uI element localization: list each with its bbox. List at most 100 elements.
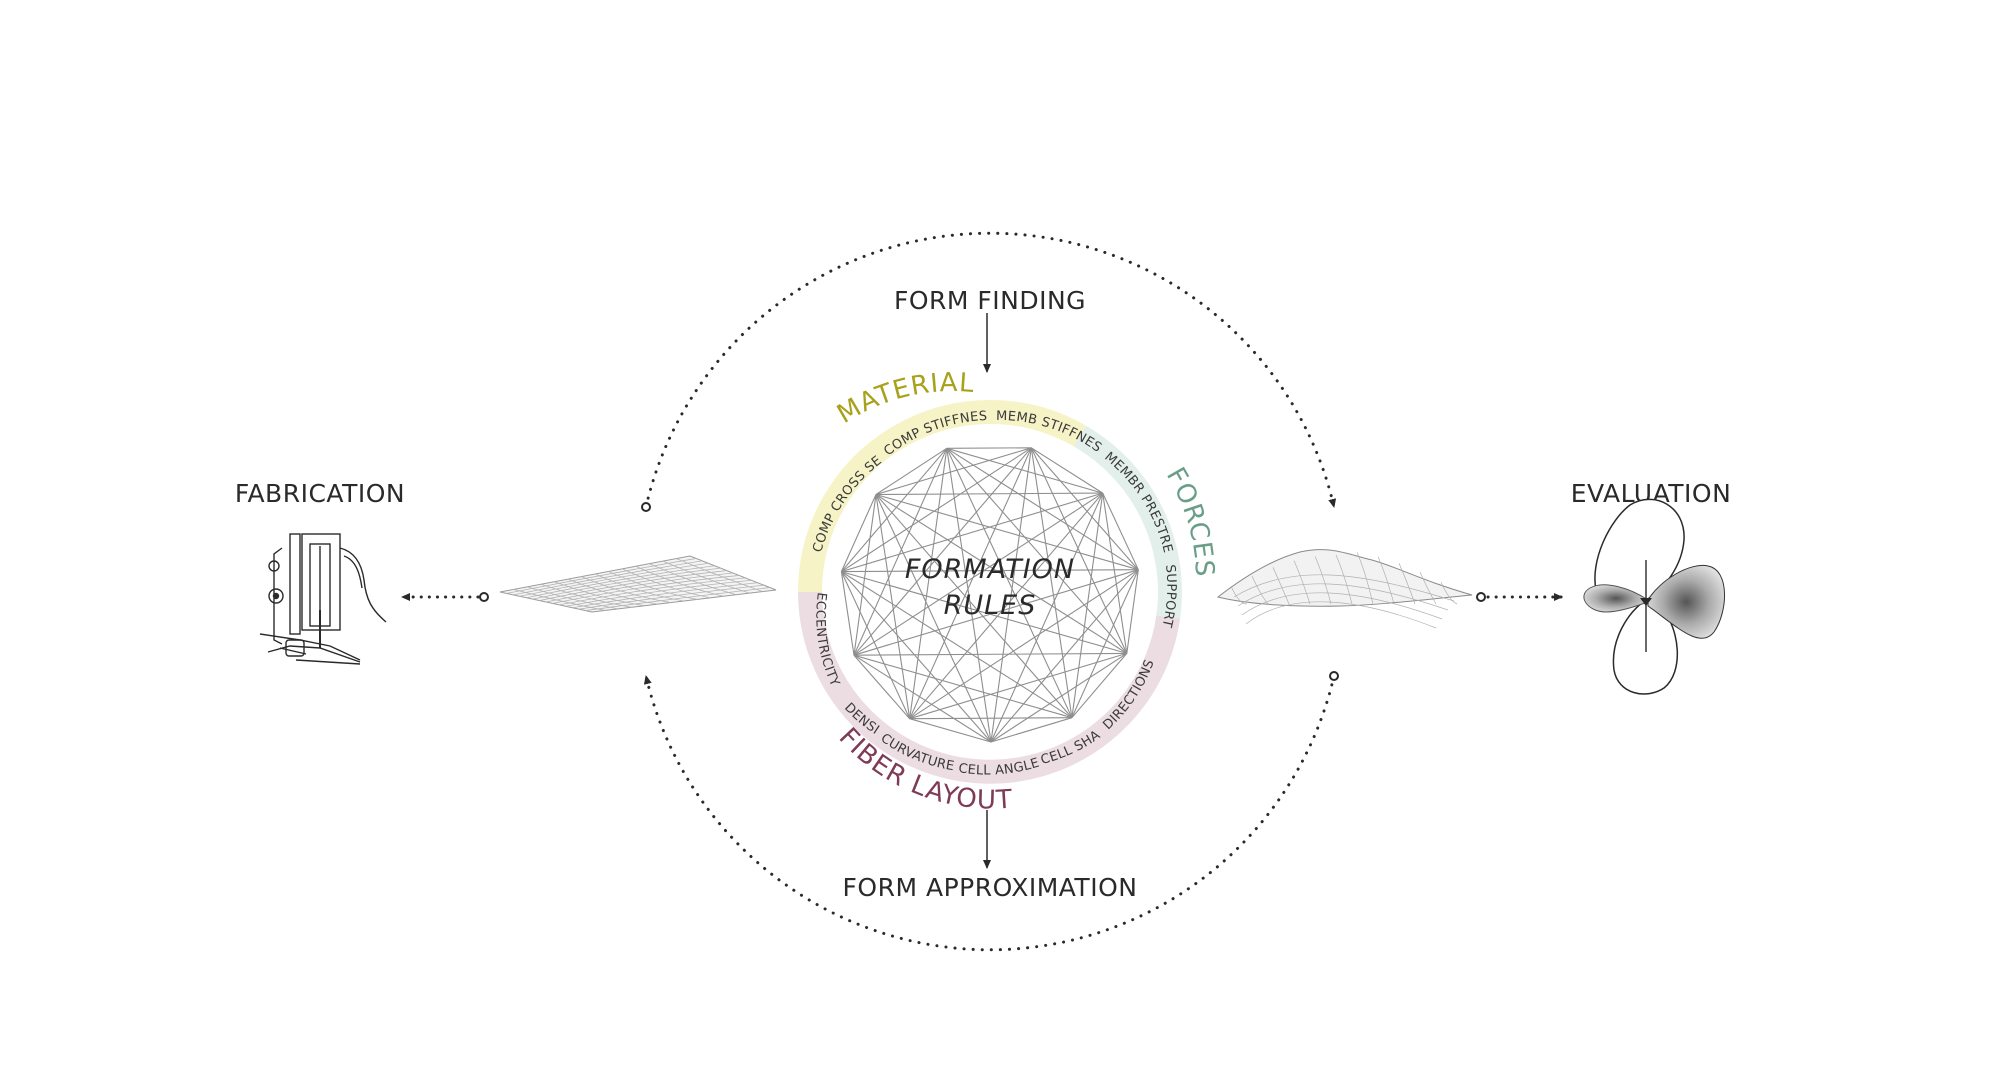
mesh-line (519, 562, 709, 597)
network-edge (1071, 493, 1104, 718)
network-edge (840, 571, 992, 743)
network-edge (1030, 447, 1073, 718)
network-edge (1030, 447, 1128, 654)
network-edge (840, 447, 948, 572)
surface-line (1377, 556, 1395, 605)
mesh-line (608, 571, 698, 600)
network-edge (946, 448, 1073, 718)
network-edge (841, 492, 1103, 573)
network-edge (909, 718, 992, 743)
flat-fiber-mesh-illustration (499, 555, 777, 613)
cycle-arc-top-start (641, 502, 651, 512)
form-found-surface-illustration (1216, 549, 1473, 629)
network-edge (875, 494, 911, 719)
surface-line (1233, 574, 1455, 602)
center-title-line1: FORMATION (905, 554, 1075, 585)
network-edge (875, 447, 948, 495)
network-edge (946, 447, 1128, 654)
mesh-line (578, 584, 764, 610)
surface-line (1272, 567, 1290, 605)
mesh-line (513, 560, 703, 596)
network-edge (909, 492, 1104, 720)
mesh-line (539, 570, 727, 601)
network-edge (1031, 447, 1103, 494)
network-edge (946, 447, 1103, 494)
network-edge (853, 569, 1139, 656)
form-finding-label: FORM FINDING (894, 286, 1086, 315)
network-edge (1030, 447, 1139, 571)
network-edge (990, 717, 1073, 743)
mesh-line (552, 575, 740, 604)
network-edge (840, 571, 911, 719)
network-edge (946, 448, 992, 743)
evaluation-petal-plot (1583, 498, 1725, 695)
mesh-line (585, 587, 770, 611)
network-edge (875, 492, 1103, 496)
surface-line (1293, 560, 1311, 605)
center-title-line2: RULES (944, 590, 1037, 621)
category-materials-text: MATERIALS (0, 0, 976, 430)
network-edge (1102, 492, 1139, 570)
network-edge (875, 494, 1128, 654)
network-edge (990, 569, 1139, 743)
form-approximation-label: FORM APPROXIMATION (843, 873, 1138, 902)
mesh-line (676, 558, 763, 592)
network-edge (840, 494, 877, 572)
fabrication-machine-sketch (259, 533, 387, 665)
mesh-line (572, 582, 758, 609)
network-edge (909, 447, 1032, 719)
network-edge (909, 448, 948, 719)
category-ring (798, 400, 1182, 784)
network-edge (909, 717, 1072, 720)
cycle-arc-bottom-start (1329, 671, 1339, 681)
forces-band (1073, 425, 1182, 619)
fabrication-label: FABRICATION (235, 479, 405, 508)
network-edge (841, 447, 1032, 573)
param-comp-stiffness: COMP STIFFNESS (0, 0, 988, 459)
surface-line (1398, 563, 1416, 605)
network-edge (1071, 569, 1139, 718)
network-edge (909, 569, 1139, 720)
network-edge (875, 494, 992, 743)
network-edge (990, 447, 1032, 743)
network-edge (853, 447, 1032, 656)
cycle-arc-bottom (643, 674, 1336, 952)
fiber-layout-band (798, 591, 1181, 784)
network-edge (1102, 493, 1128, 654)
network-edge (841, 571, 1073, 719)
surface-line (1230, 585, 1248, 605)
category-materials: MATERIALS (0, 0, 976, 430)
mesh-line (565, 579, 752, 607)
surface-line (1251, 575, 1269, 605)
network-edge (853, 654, 1073, 719)
network-edge (875, 494, 1073, 719)
network-edge (853, 654, 992, 743)
network-edge (909, 652, 1127, 720)
mesh-line (559, 577, 746, 606)
surface-line (1419, 571, 1437, 605)
mesh-line (506, 558, 697, 594)
network-edge (1126, 569, 1139, 654)
network-edge (990, 492, 1104, 743)
network-edge (875, 447, 1032, 496)
materials-band (798, 400, 1086, 593)
surface-line (1245, 601, 1437, 629)
mesh-line (581, 576, 671, 603)
network-edge (841, 571, 1127, 654)
param-membr-prestress: MEMBR PRESTRESS (0, 0, 1175, 555)
mesh-line (594, 573, 685, 602)
surface-line (1314, 556, 1332, 605)
mesh-line (662, 560, 750, 594)
network-edge (841, 569, 1139, 573)
network-edge (853, 652, 1127, 656)
network-edge (853, 654, 911, 720)
param-comp-cross-section: COMP CROSS SECTION (0, 0, 885, 554)
side-connectors (400, 592, 1564, 602)
network-edge (853, 448, 948, 656)
network-edge (1071, 653, 1128, 719)
surface-line (1237, 583, 1449, 611)
surface-line (1440, 581, 1458, 605)
mesh-line (545, 572, 734, 603)
network-edge (990, 652, 1128, 743)
